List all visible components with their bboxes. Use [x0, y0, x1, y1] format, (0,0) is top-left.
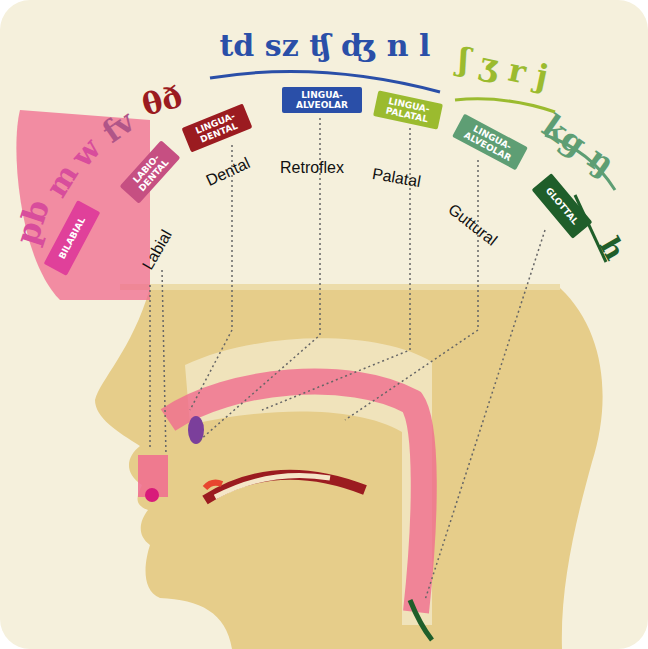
place-label: Retroflex: [280, 159, 344, 177]
band-label: LINGUA- ALVEOLAR: [288, 90, 356, 110]
articulation-band: LINGUA- ALVEOLAR: [282, 87, 362, 113]
phoneme-group: td sz ʧ ʤ n l: [219, 28, 430, 63]
